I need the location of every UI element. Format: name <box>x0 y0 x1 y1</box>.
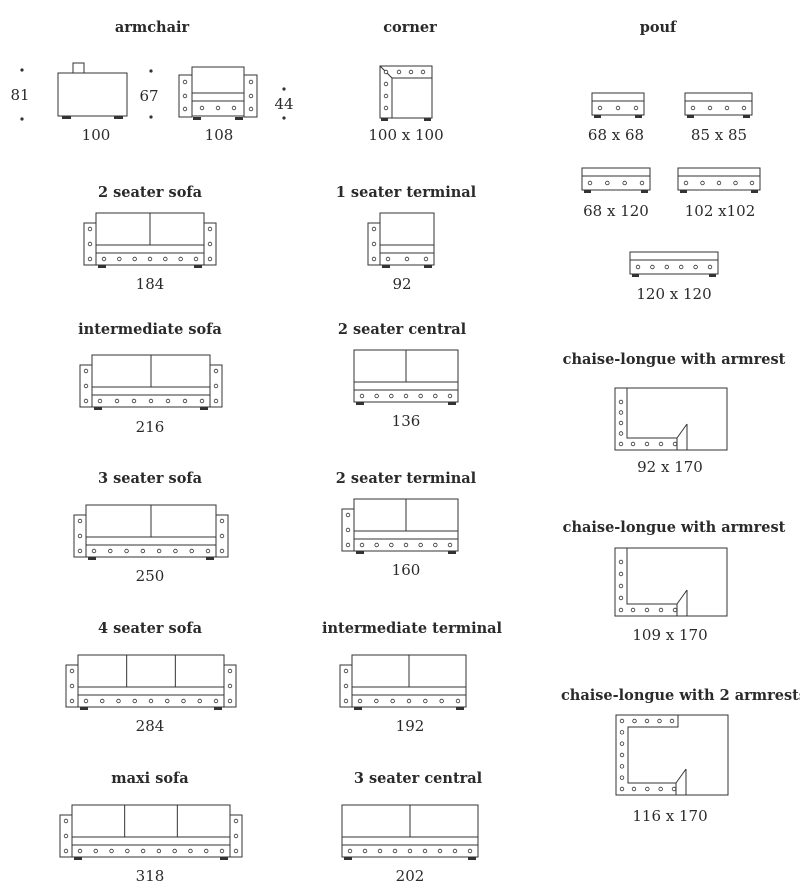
module-intermediate-terminal-width: 192 <box>396 717 425 735</box>
chaise-outline <box>614 547 728 617</box>
module-intermediate-terminal-drawing <box>339 654 467 710</box>
sofa-4-seater-width: 284 <box>136 717 165 735</box>
sofa-2-seater-width: 184 <box>136 275 165 293</box>
sofa-3-seater-width: 250 <box>136 567 165 585</box>
armchair-front-view: 44 108 <box>178 66 294 144</box>
pouf <box>684 92 753 116</box>
module-1-seater-terminal-title: 1 seater terminal <box>336 184 477 201</box>
module-3-seater-central-drawing <box>341 804 479 860</box>
sofa-intermediate-drawing <box>79 354 223 410</box>
backrest <box>71 804 231 838</box>
module-3-seater-central-width: 202 <box>396 867 425 885</box>
module-3-seater-central-title: 3 seater central <box>354 770 483 787</box>
corner-size: 100 x 100 <box>368 126 443 144</box>
pouf-size-120x120: 120 x 120 <box>636 285 711 303</box>
armchair-title: armchair <box>115 19 190 36</box>
pouf-title: pouf <box>640 19 678 36</box>
sofa-4-seater-title: 4 seater sofa <box>98 620 203 637</box>
sofa-3-seater-title: 3 seater sofa <box>98 470 203 487</box>
seat-base <box>353 530 459 552</box>
seat-base <box>77 686 225 708</box>
armchair-height-arm: 44 <box>274 95 293 113</box>
seat-base <box>379 244 435 266</box>
pouf-size-102x102: 102 x102 <box>685 202 756 220</box>
sofa-maxi-title: maxi sofa <box>111 770 189 787</box>
pouf <box>581 167 651 191</box>
sofa-maxi-drawing <box>59 804 243 860</box>
chaise-armrest-109-size: 109 x 170 <box>632 626 707 644</box>
pouf-size-68x68: 68 x 68 <box>588 126 644 144</box>
armchair-height-outer: 81 <box>10 86 29 104</box>
module-2-seater-terminal-width: 160 <box>392 561 421 579</box>
seat-base <box>91 386 211 408</box>
seat-base <box>351 686 467 708</box>
chaise-armrest-92-size: 92 x 170 <box>637 458 703 476</box>
module-1-seater-terminal-drawing <box>367 212 435 268</box>
sofa-3-seater-drawing <box>73 504 229 560</box>
backrest <box>77 654 225 688</box>
seat-base <box>71 836 231 858</box>
sofa-2-seater-drawing <box>83 212 217 268</box>
module-2-seater-central-width: 136 <box>392 412 421 430</box>
corner-title: corner <box>383 19 437 36</box>
pouf <box>629 251 719 275</box>
chaise-2-armrests-drawing <box>615 714 729 796</box>
seat-base <box>85 536 217 558</box>
pouf <box>677 167 761 191</box>
sofa-2-seater-title: 2 seater sofa <box>98 184 203 201</box>
pouf-size-85x85: 85 x 85 <box>691 126 747 144</box>
chaise-armrest-109-drawing <box>614 547 728 617</box>
seat-base <box>341 836 479 858</box>
pouf <box>591 92 645 116</box>
sofa-4-seater-drawing <box>65 654 237 710</box>
armchair-side-view: 81 67 100 <box>10 62 159 144</box>
seat-base <box>95 244 205 266</box>
sofa-intermediate-title: intermediate sofa <box>78 321 222 338</box>
sofa-maxi-width: 318 <box>136 867 165 885</box>
backrest <box>379 212 435 246</box>
armchair-height-seat: 67 <box>139 87 158 105</box>
chaise-armrest-92-drawing <box>614 387 728 451</box>
chaise-2-armrests-title: chaise-longue with 2 armrests <box>561 687 800 704</box>
module-intermediate-terminal-title: intermediate terminal <box>322 620 503 637</box>
module-2-seater-terminal-title: 2 seater terminal <box>336 470 477 487</box>
chaise-armrest-109-title: chaise-longue with armrest <box>563 519 786 536</box>
armchair-width-back: 100 <box>82 126 111 144</box>
module-1-seater-terminal-width: 92 <box>392 275 411 293</box>
sofa-intermediate-width: 216 <box>136 418 165 436</box>
module-2-seater-terminal-drawing <box>341 498 459 554</box>
seat-base <box>353 381 459 403</box>
corner-drawing <box>379 65 433 121</box>
module-2-seater-central-drawing <box>353 349 459 405</box>
pouf-size-68x120: 68 x 120 <box>583 202 649 220</box>
chaise-outline <box>614 387 728 451</box>
armchair-width-front: 108 <box>205 126 234 144</box>
module-2-seater-central-title: 2 seater central <box>338 321 467 338</box>
chaise-2-armrests-size: 116 x 170 <box>632 807 707 825</box>
chaise-armrest-92-title: chaise-longue with armrest <box>563 351 786 368</box>
pouf-drawings <box>581 92 761 277</box>
